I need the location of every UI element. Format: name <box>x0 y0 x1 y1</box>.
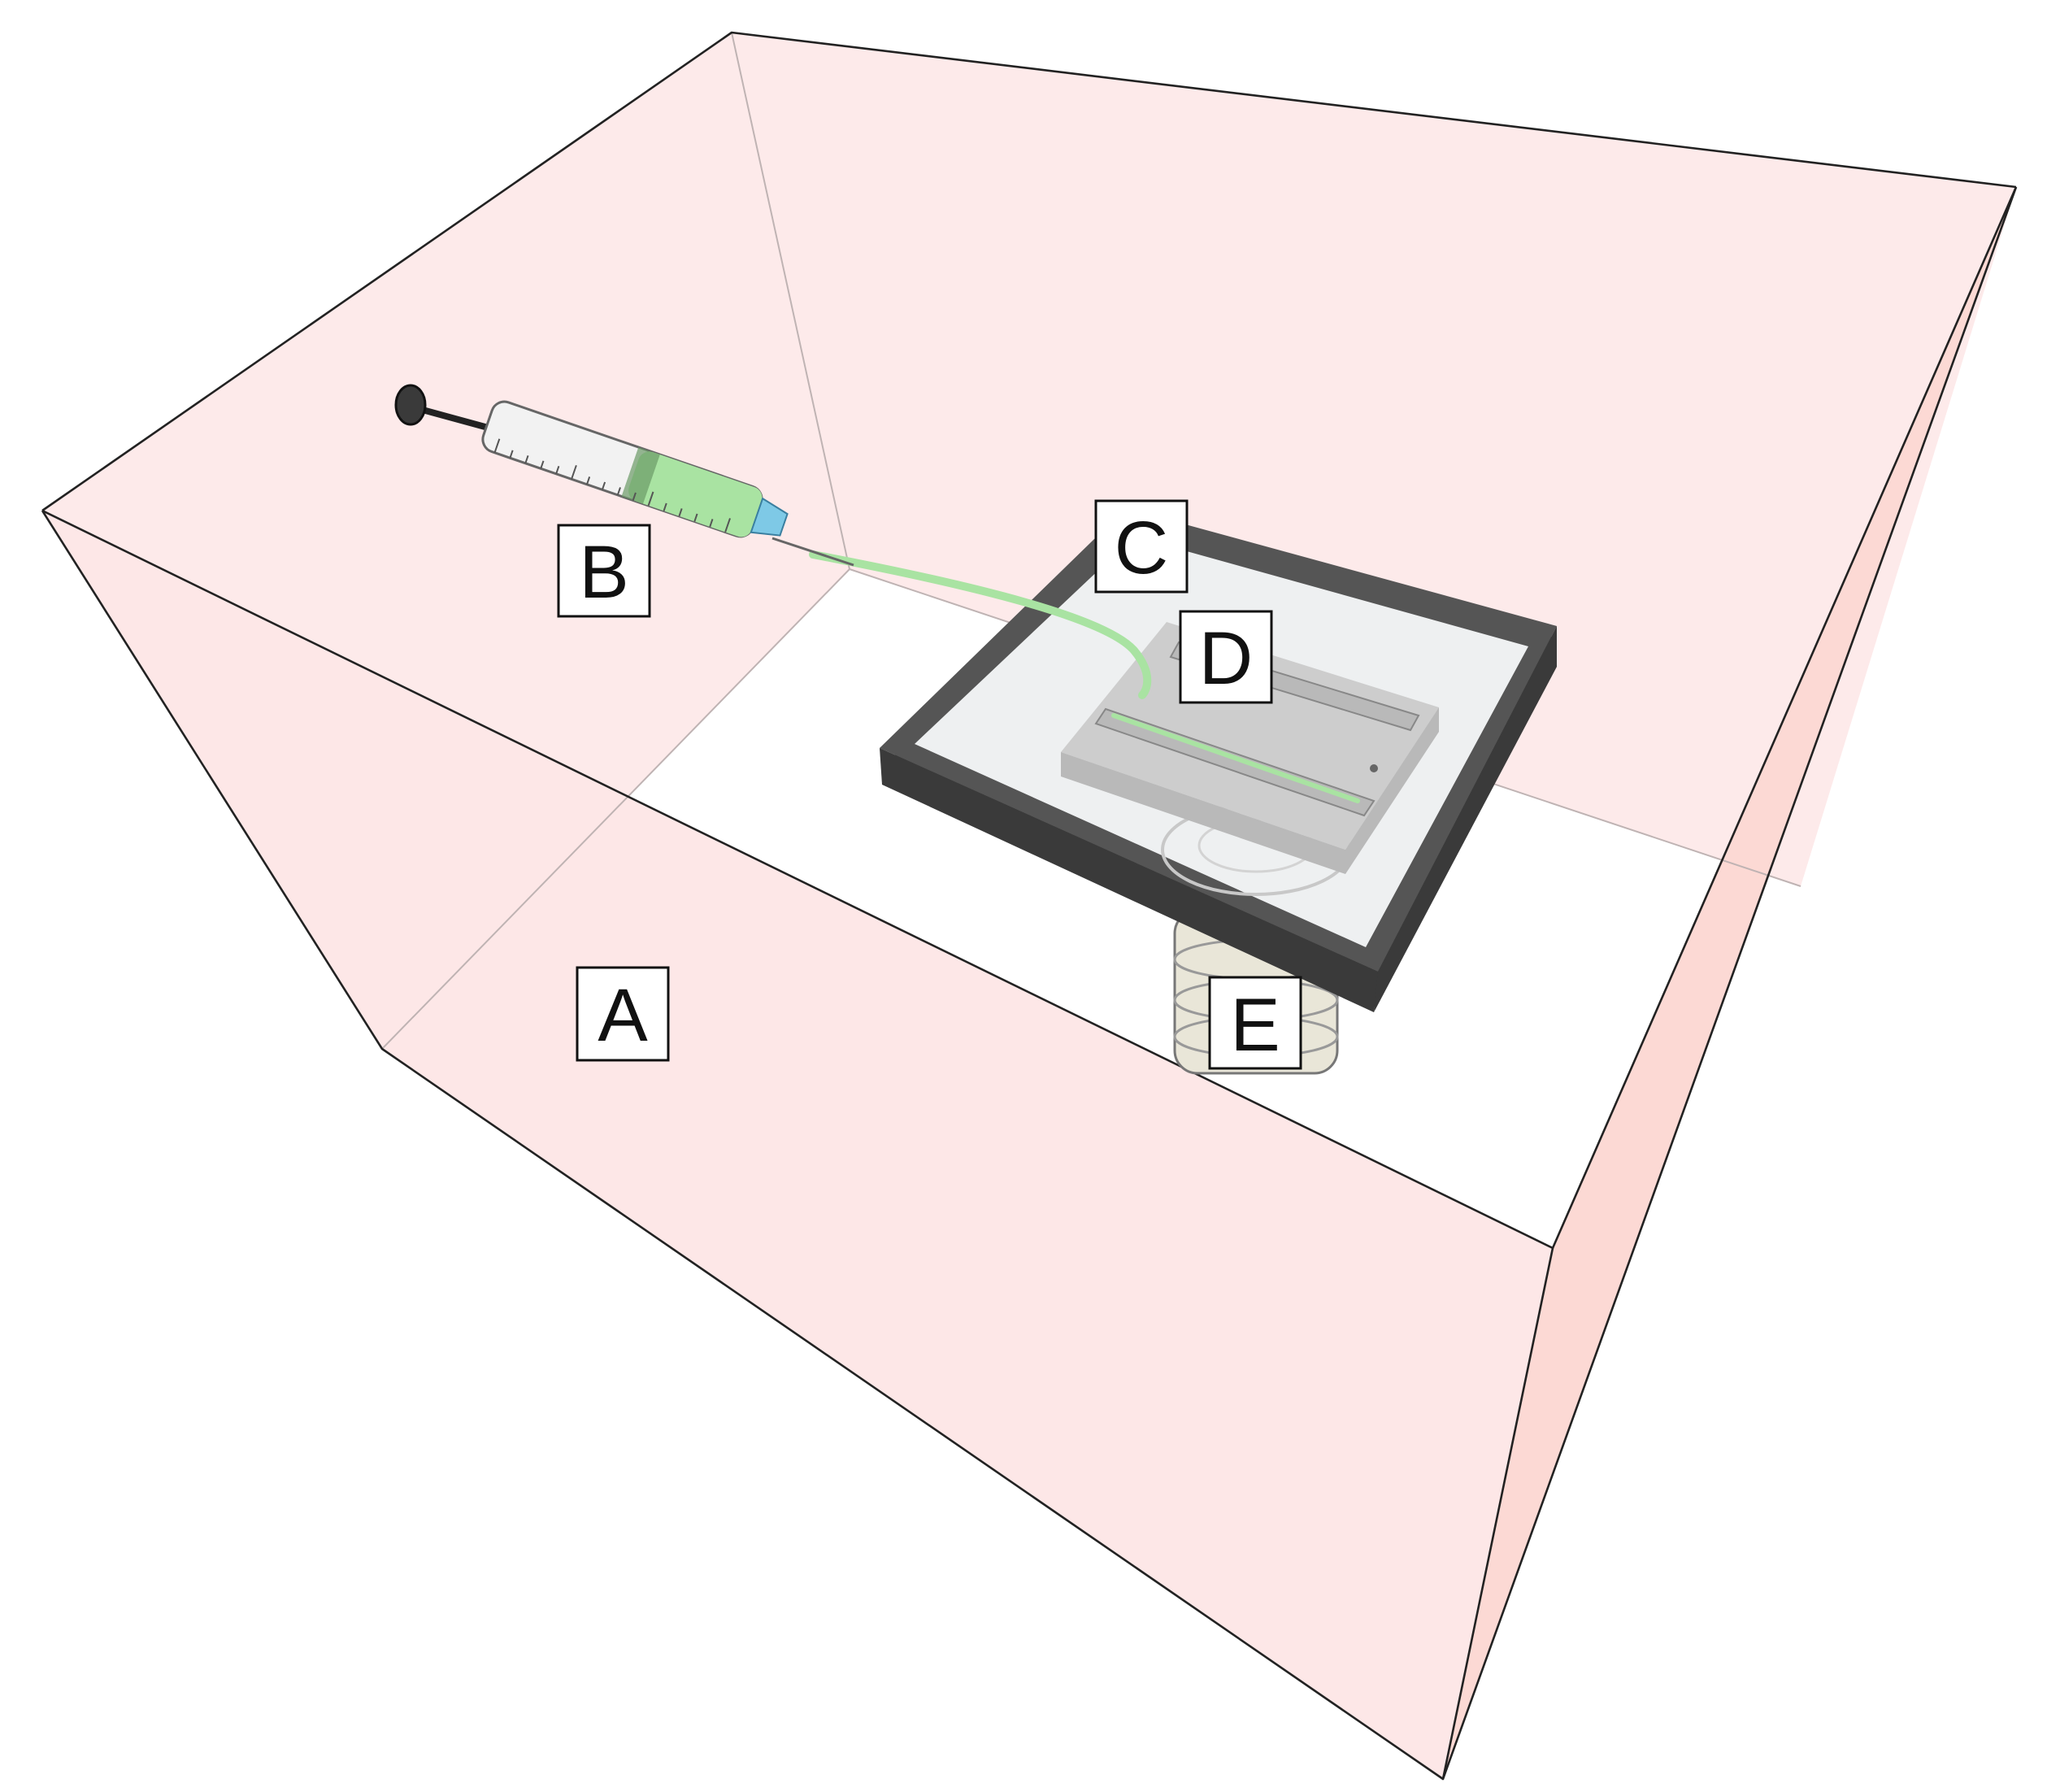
syringe-scale <box>493 438 731 533</box>
syringe-scale-tick <box>663 502 667 511</box>
frame-right-side <box>1374 626 1557 1012</box>
label-B: B <box>557 524 651 618</box>
syringe-scale-tick <box>509 450 514 459</box>
chamber-liquid-line <box>1111 713 1360 803</box>
label-E-text: E <box>1230 984 1280 1067</box>
label-E-box <box>1208 976 1302 1070</box>
label-D-box <box>1179 610 1273 704</box>
syringe-scale-tick <box>601 481 606 490</box>
enclosure-top-edge <box>41 31 2017 512</box>
chamber <box>1061 622 1439 874</box>
chamber-front <box>1061 752 1345 874</box>
syringe <box>394 384 1152 699</box>
syringe-needle <box>771 537 854 567</box>
syringe-scale-tick <box>709 519 714 528</box>
label-C-text: C <box>1115 507 1168 589</box>
syringe-scale-tick <box>586 476 591 485</box>
syringe-liquid <box>628 451 763 537</box>
enclosure <box>41 31 2018 1781</box>
enclosure-right-bottom-edge <box>1441 186 2018 1780</box>
syringe-scale-tick <box>540 460 545 469</box>
frame-front-side <box>880 748 1378 1012</box>
label-E: E <box>1208 976 1302 1070</box>
label-A-box <box>576 966 670 1062</box>
syringe-needle-hub <box>750 497 789 537</box>
label-D: D <box>1179 610 1273 704</box>
syringe-scale-tick <box>724 518 731 533</box>
syringe-scale-tick <box>693 513 698 522</box>
label-A: A <box>576 966 670 1062</box>
label-D-text: D <box>1199 617 1253 700</box>
enclosure-back-wall <box>732 33 2016 886</box>
chamber-port <box>1370 764 1378 772</box>
syringe-scale-tick <box>555 466 560 475</box>
syringe-scale-tick <box>524 455 529 464</box>
syringe-stopper <box>621 446 660 504</box>
syringe-scale-tick <box>616 487 621 496</box>
label-C: C <box>1094 499 1189 594</box>
chamber-right <box>1345 707 1439 874</box>
syringe-plunger-thumb <box>394 384 427 426</box>
label-A-text: A <box>598 974 648 1057</box>
syringe-tubing <box>809 550 1152 699</box>
enclosure-front-face <box>42 511 1553 1779</box>
label-B-text: B <box>579 531 628 614</box>
syringe-scale-tick <box>493 438 501 454</box>
syringe-scale-tick <box>647 491 654 507</box>
syringe-scale-tick <box>571 464 577 480</box>
syringe-scale-tick <box>632 492 637 501</box>
hidden-edge-floor-left <box>381 568 850 1050</box>
label-B-box <box>557 524 651 618</box>
label-C-box <box>1094 499 1189 594</box>
syringe-scale-tick <box>678 508 683 517</box>
enclosure-bottom-edge <box>41 510 1554 1781</box>
hidden-edge-vertical <box>731 32 850 570</box>
